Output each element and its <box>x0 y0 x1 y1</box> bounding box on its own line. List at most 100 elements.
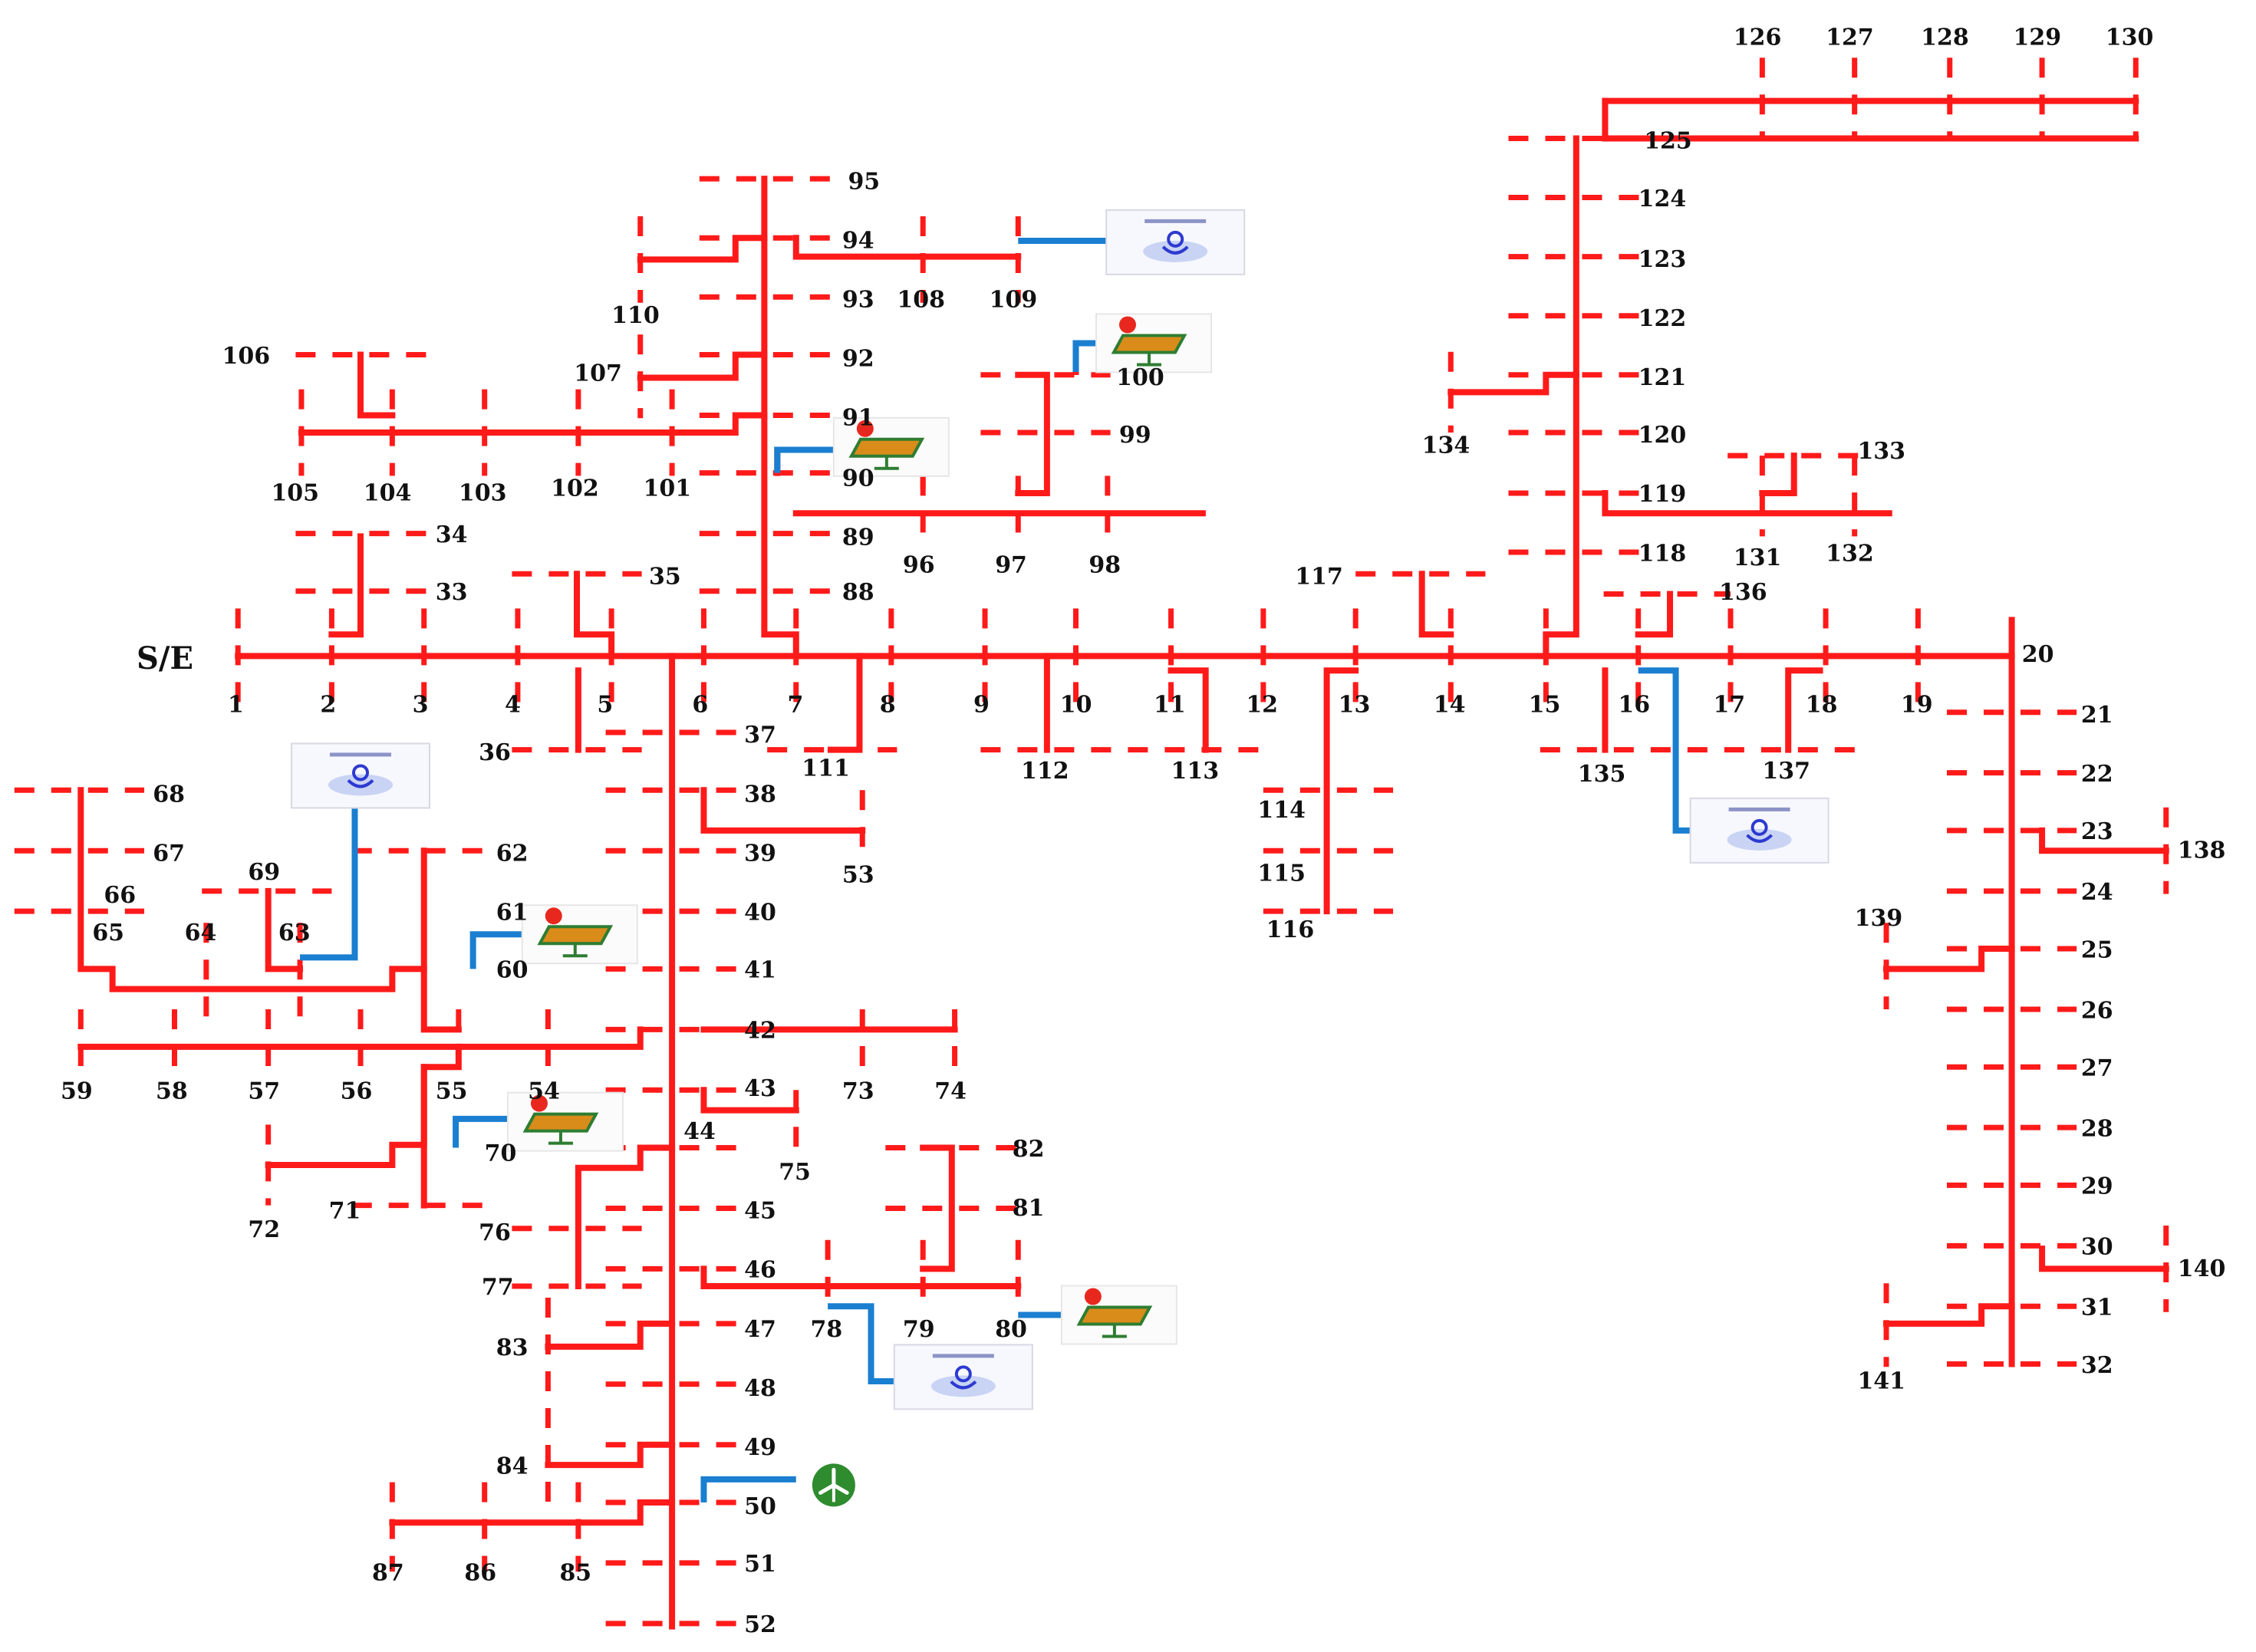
bus-label: 69 <box>248 859 280 886</box>
bus-label: 6 <box>692 692 708 719</box>
bus-label: 79 <box>903 1316 935 1343</box>
bus-label: 123 <box>1638 246 1687 273</box>
bus-label: 14 <box>1434 692 1466 719</box>
bus-label: 3 <box>413 692 429 719</box>
bus-label: 104 <box>364 479 412 506</box>
feeder-segment <box>389 1499 676 1526</box>
feeder-segment <box>545 1320 676 1350</box>
bus-label: 58 <box>156 1078 188 1105</box>
bus-label: 98 <box>1088 551 1121 578</box>
bus-label: 106 <box>222 343 271 370</box>
solar-pv-icon <box>1095 313 1212 374</box>
feeder-segment <box>77 1026 644 1050</box>
bus-label: 41 <box>744 957 776 984</box>
bus-label: 5 <box>597 692 613 719</box>
feeder-segment <box>1323 667 1359 915</box>
bus-ticks <box>14 58 2169 1627</box>
bus-label: 74 <box>934 1078 967 1105</box>
feeder-segment <box>1883 946 2015 972</box>
bus-label: 71 <box>329 1198 361 1225</box>
bus-label: 49 <box>744 1434 776 1461</box>
bus-label: 50 <box>744 1493 776 1520</box>
bus-label: 64 <box>185 920 217 946</box>
bus-label: 61 <box>496 899 529 926</box>
bus-label: 37 <box>744 722 776 749</box>
dg-connection-line <box>300 807 358 961</box>
feeder-segment <box>2039 827 2169 854</box>
bus-label: 91 <box>842 405 874 432</box>
dg-connections <box>300 237 1722 1502</box>
feeder-segment <box>920 1144 955 1272</box>
bus-label: 62 <box>496 840 529 867</box>
bus-label: 13 <box>1339 692 1371 719</box>
solar-pv-icon <box>832 416 950 477</box>
feeder-segment <box>357 351 396 419</box>
bus-label: 24 <box>2081 879 2113 906</box>
bus-label: 44 <box>683 1118 716 1145</box>
bus-label: 26 <box>2081 997 2113 1024</box>
feeder-segment <box>637 351 768 381</box>
bus-label: 46 <box>744 1257 776 1284</box>
feeder-segment <box>700 1087 799 1114</box>
bus-label: 52 <box>744 1611 776 1638</box>
bus-label: 133 <box>1857 438 1905 465</box>
bus-label: 112 <box>1021 758 1069 785</box>
feeder-segment <box>2039 1246 2169 1272</box>
solar-pv-icon <box>1060 1285 1177 1345</box>
bus-label: 107 <box>574 360 622 387</box>
feeder-segment <box>827 653 863 753</box>
bus-label: 4 <box>505 692 521 719</box>
bus-label: 89 <box>842 525 874 551</box>
feeder-segment <box>1447 371 1579 396</box>
bus-label: 10 <box>1060 692 1092 719</box>
bus-label: 87 <box>372 1559 404 1586</box>
bus-label: 28 <box>2081 1115 2113 1142</box>
bus-label: 76 <box>479 1219 511 1246</box>
bus-label: 19 <box>1901 692 1933 719</box>
bus-label: 113 <box>1171 758 1220 785</box>
bus-label: 2 <box>320 692 336 719</box>
bus-label: 47 <box>744 1316 776 1343</box>
bus-label: 63 <box>278 920 311 946</box>
bus-label: 97 <box>995 551 1027 578</box>
bus-label: 90 <box>842 466 874 492</box>
feeder-segment <box>792 235 1022 260</box>
feeder-segment <box>700 787 866 834</box>
bus-label: 43 <box>744 1075 776 1102</box>
storage-icon <box>1105 209 1246 275</box>
bus-label: 75 <box>779 1159 811 1186</box>
feeder-segment <box>1883 1303 2015 1327</box>
bus-label: 102 <box>551 476 599 502</box>
bus-label: 141 <box>1857 1367 1905 1394</box>
bus-label: 1 <box>228 692 244 719</box>
solar-pv-icon <box>521 904 638 965</box>
bus-label: 34 <box>436 522 468 548</box>
storage-icon <box>1689 797 1830 864</box>
feeder-segment <box>637 235 768 263</box>
bus-label: 68 <box>153 781 185 808</box>
bus-label: 88 <box>842 579 874 606</box>
bus-label: 103 <box>459 479 507 506</box>
feeder-segment <box>1635 591 1674 638</box>
bus-label: 38 <box>744 781 776 808</box>
bus-label: 36 <box>479 739 511 766</box>
bus-label: 70 <box>485 1140 517 1167</box>
dg-connection-line <box>828 1303 914 1385</box>
bus-label: 135 <box>1578 761 1626 788</box>
bus-label: 128 <box>1921 24 1969 51</box>
feeder-segment <box>298 412 768 436</box>
bus-label: 122 <box>1638 305 1687 332</box>
bus-label: 40 <box>744 899 776 926</box>
dg-connection-line <box>700 1476 796 1502</box>
bus-label: 9 <box>973 692 990 719</box>
bus-label: 121 <box>1638 364 1687 391</box>
bus-label: 66 <box>104 882 136 909</box>
bus-label: 101 <box>643 476 691 502</box>
bus-label: 45 <box>744 1198 776 1225</box>
bus-label: 120 <box>1638 422 1687 449</box>
feeder-segment <box>1015 371 1050 496</box>
bus-label: 118 <box>1638 540 1687 567</box>
bus-label: 56 <box>341 1078 373 1105</box>
bus-label: 77 <box>482 1274 514 1301</box>
